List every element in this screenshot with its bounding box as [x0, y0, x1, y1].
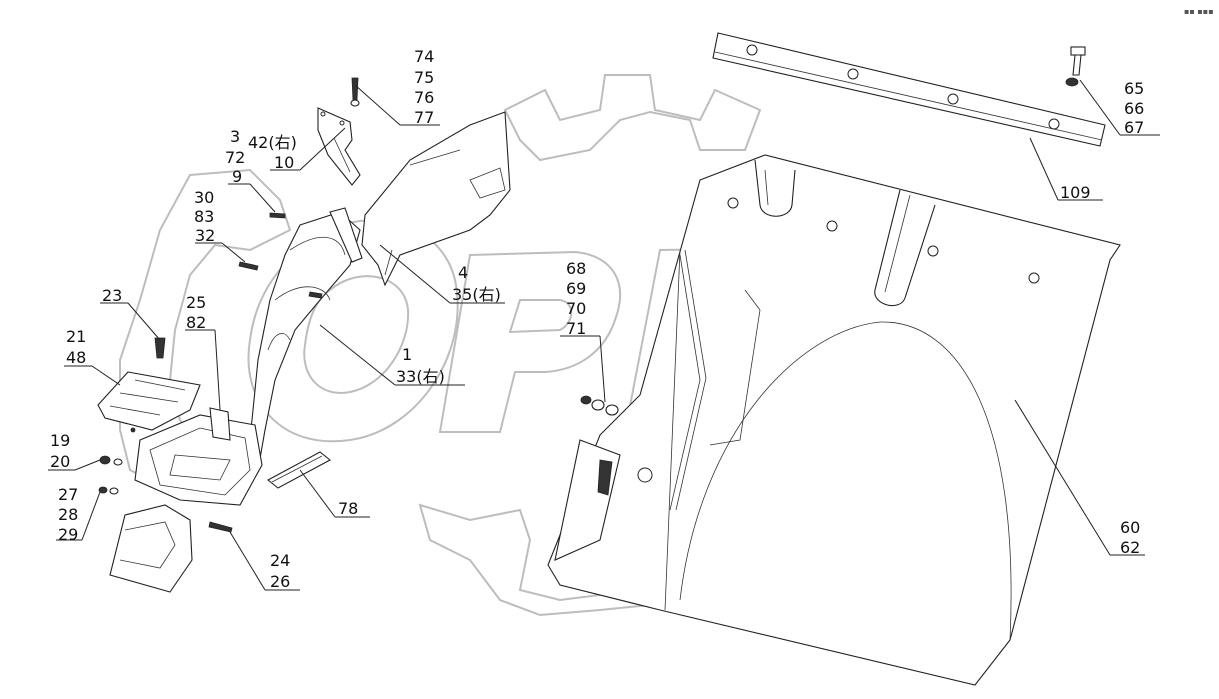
- callout-9: 9: [232, 167, 242, 186]
- callout-76: 76: [414, 88, 434, 107]
- callout-78: 78: [338, 499, 358, 518]
- callout-25: 25: [186, 293, 206, 312]
- callout-69: 69: [566, 279, 586, 298]
- callout-28: 28: [58, 505, 78, 524]
- callout-48: 48: [66, 348, 86, 367]
- callout-65: 65: [1124, 79, 1144, 98]
- callout-20: 20: [50, 452, 70, 471]
- callout-67: 67: [1124, 118, 1144, 137]
- callout-35: 35(右): [452, 285, 501, 304]
- fender-arch: [244, 207, 363, 476]
- callout-82: 82: [186, 313, 206, 332]
- callout-4: 4: [458, 263, 468, 282]
- callout-3: 3: [230, 127, 240, 146]
- callout-72: 72: [225, 148, 245, 167]
- callout-27: 27: [58, 485, 78, 504]
- mounting-bracket: [317, 77, 361, 186]
- callout-83: 83: [194, 207, 214, 226]
- callout-29: 29: [58, 525, 78, 544]
- callout-70: 70: [566, 299, 586, 318]
- callout-60: 60: [1120, 518, 1140, 537]
- callout-74: 74: [414, 47, 434, 66]
- callout-32: 32: [195, 226, 215, 245]
- fender-panel: [361, 111, 511, 287]
- callout-21: 21: [66, 327, 86, 346]
- callout-26: 26: [270, 572, 290, 591]
- callout-33: 33(右): [396, 367, 445, 386]
- callout-19: 19: [50, 431, 70, 450]
- callout-62: 62: [1120, 538, 1140, 557]
- callout-71: 71: [566, 319, 586, 338]
- callout-42: 42(右): [248, 133, 297, 152]
- step-tray: [134, 407, 263, 506]
- callout-labels: 74 75 76 77 3 42(右) 72 10 9 30 83 32 4 3…: [50, 47, 1144, 591]
- callout-23: 23: [102, 286, 122, 305]
- callout-75: 75: [414, 68, 434, 87]
- screw-fasteners: [238, 212, 323, 299]
- step-grating: [97, 337, 201, 433]
- callout-109: 109: [1060, 183, 1091, 202]
- callout-10: 10: [274, 153, 294, 172]
- top-bracket-plate: [712, 32, 1106, 147]
- callout-30: 30: [194, 188, 214, 207]
- bolt-fastener: [1065, 46, 1086, 87]
- floor-panel: [547, 154, 1121, 686]
- lower-step-bracket: [98, 455, 233, 593]
- callout-77: 77: [414, 108, 434, 127]
- nut-washer-cluster: [580, 395, 619, 416]
- side-rail: [267, 451, 331, 489]
- callout-66: 66: [1124, 99, 1144, 118]
- corner-mark: ▪▪ ▪▪▪: [1184, 7, 1214, 16]
- callout-68: 68: [566, 259, 586, 278]
- callout-24: 24: [270, 551, 290, 570]
- leader-lines: [48, 79, 1160, 591]
- callout-1: 1: [402, 345, 412, 364]
